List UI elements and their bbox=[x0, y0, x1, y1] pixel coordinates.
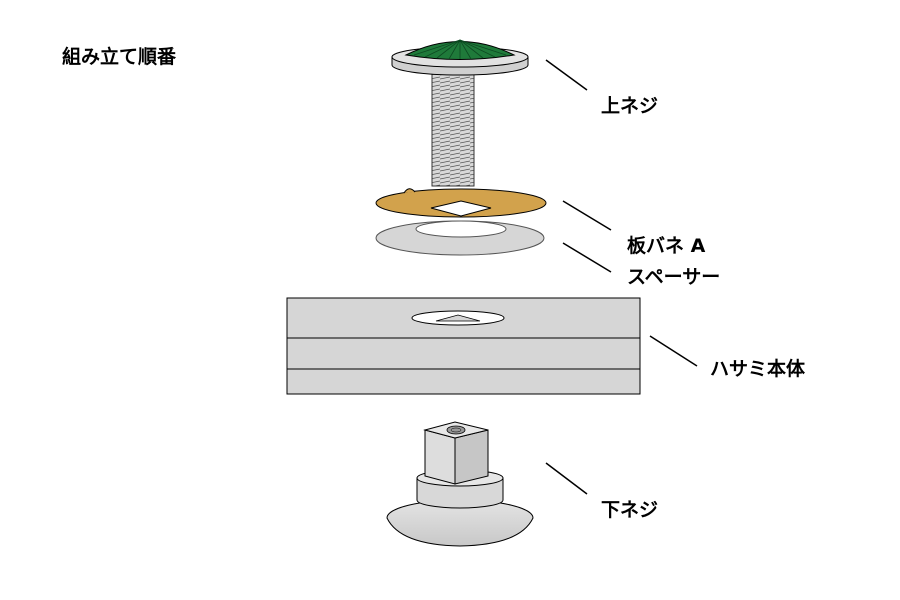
bottom-screw-thread-hole bbox=[446, 425, 466, 435]
leader-top-screw bbox=[545, 59, 588, 91]
leaf-spring-tab bbox=[403, 188, 416, 194]
label-bottom-screw: 下ネジ bbox=[601, 499, 659, 521]
leaf-spring-diamond-hole bbox=[430, 200, 492, 217]
bottom-screw-collar bbox=[416, 477, 504, 509]
leader-spacer bbox=[562, 242, 612, 273]
label-leaf-spring-a: 板バネ A bbox=[627, 235, 706, 257]
bottom-screw-nut-right bbox=[454, 429, 489, 485]
leaf-spring bbox=[375, 188, 547, 218]
diagram-title: 組み立て順番 bbox=[62, 46, 177, 68]
leader-leaf-spring bbox=[562, 200, 612, 231]
label-spacer: スペーサー bbox=[627, 266, 721, 288]
clamp-body bbox=[286, 297, 641, 395]
top-screw bbox=[391, 39, 529, 187]
bottom-screw-nut-left bbox=[424, 429, 456, 485]
label-top-screw: 上ネジ bbox=[601, 95, 659, 117]
leader-bottom-screw bbox=[545, 462, 588, 495]
bottom-screw-thread-hole-inner bbox=[450, 427, 462, 433]
green-cap-ridges bbox=[413, 39, 507, 60]
bottom-screw-dome bbox=[386, 499, 534, 547]
clamp-body-hole-diamond bbox=[435, 314, 481, 322]
leader-clamp-body bbox=[649, 335, 698, 367]
bottom-screw bbox=[386, 421, 534, 547]
spacer-hole bbox=[415, 220, 507, 238]
label-clamp-body: ハサミ本体 bbox=[710, 358, 806, 380]
top-screw-shaft bbox=[431, 71, 475, 187]
spacer bbox=[375, 220, 545, 256]
